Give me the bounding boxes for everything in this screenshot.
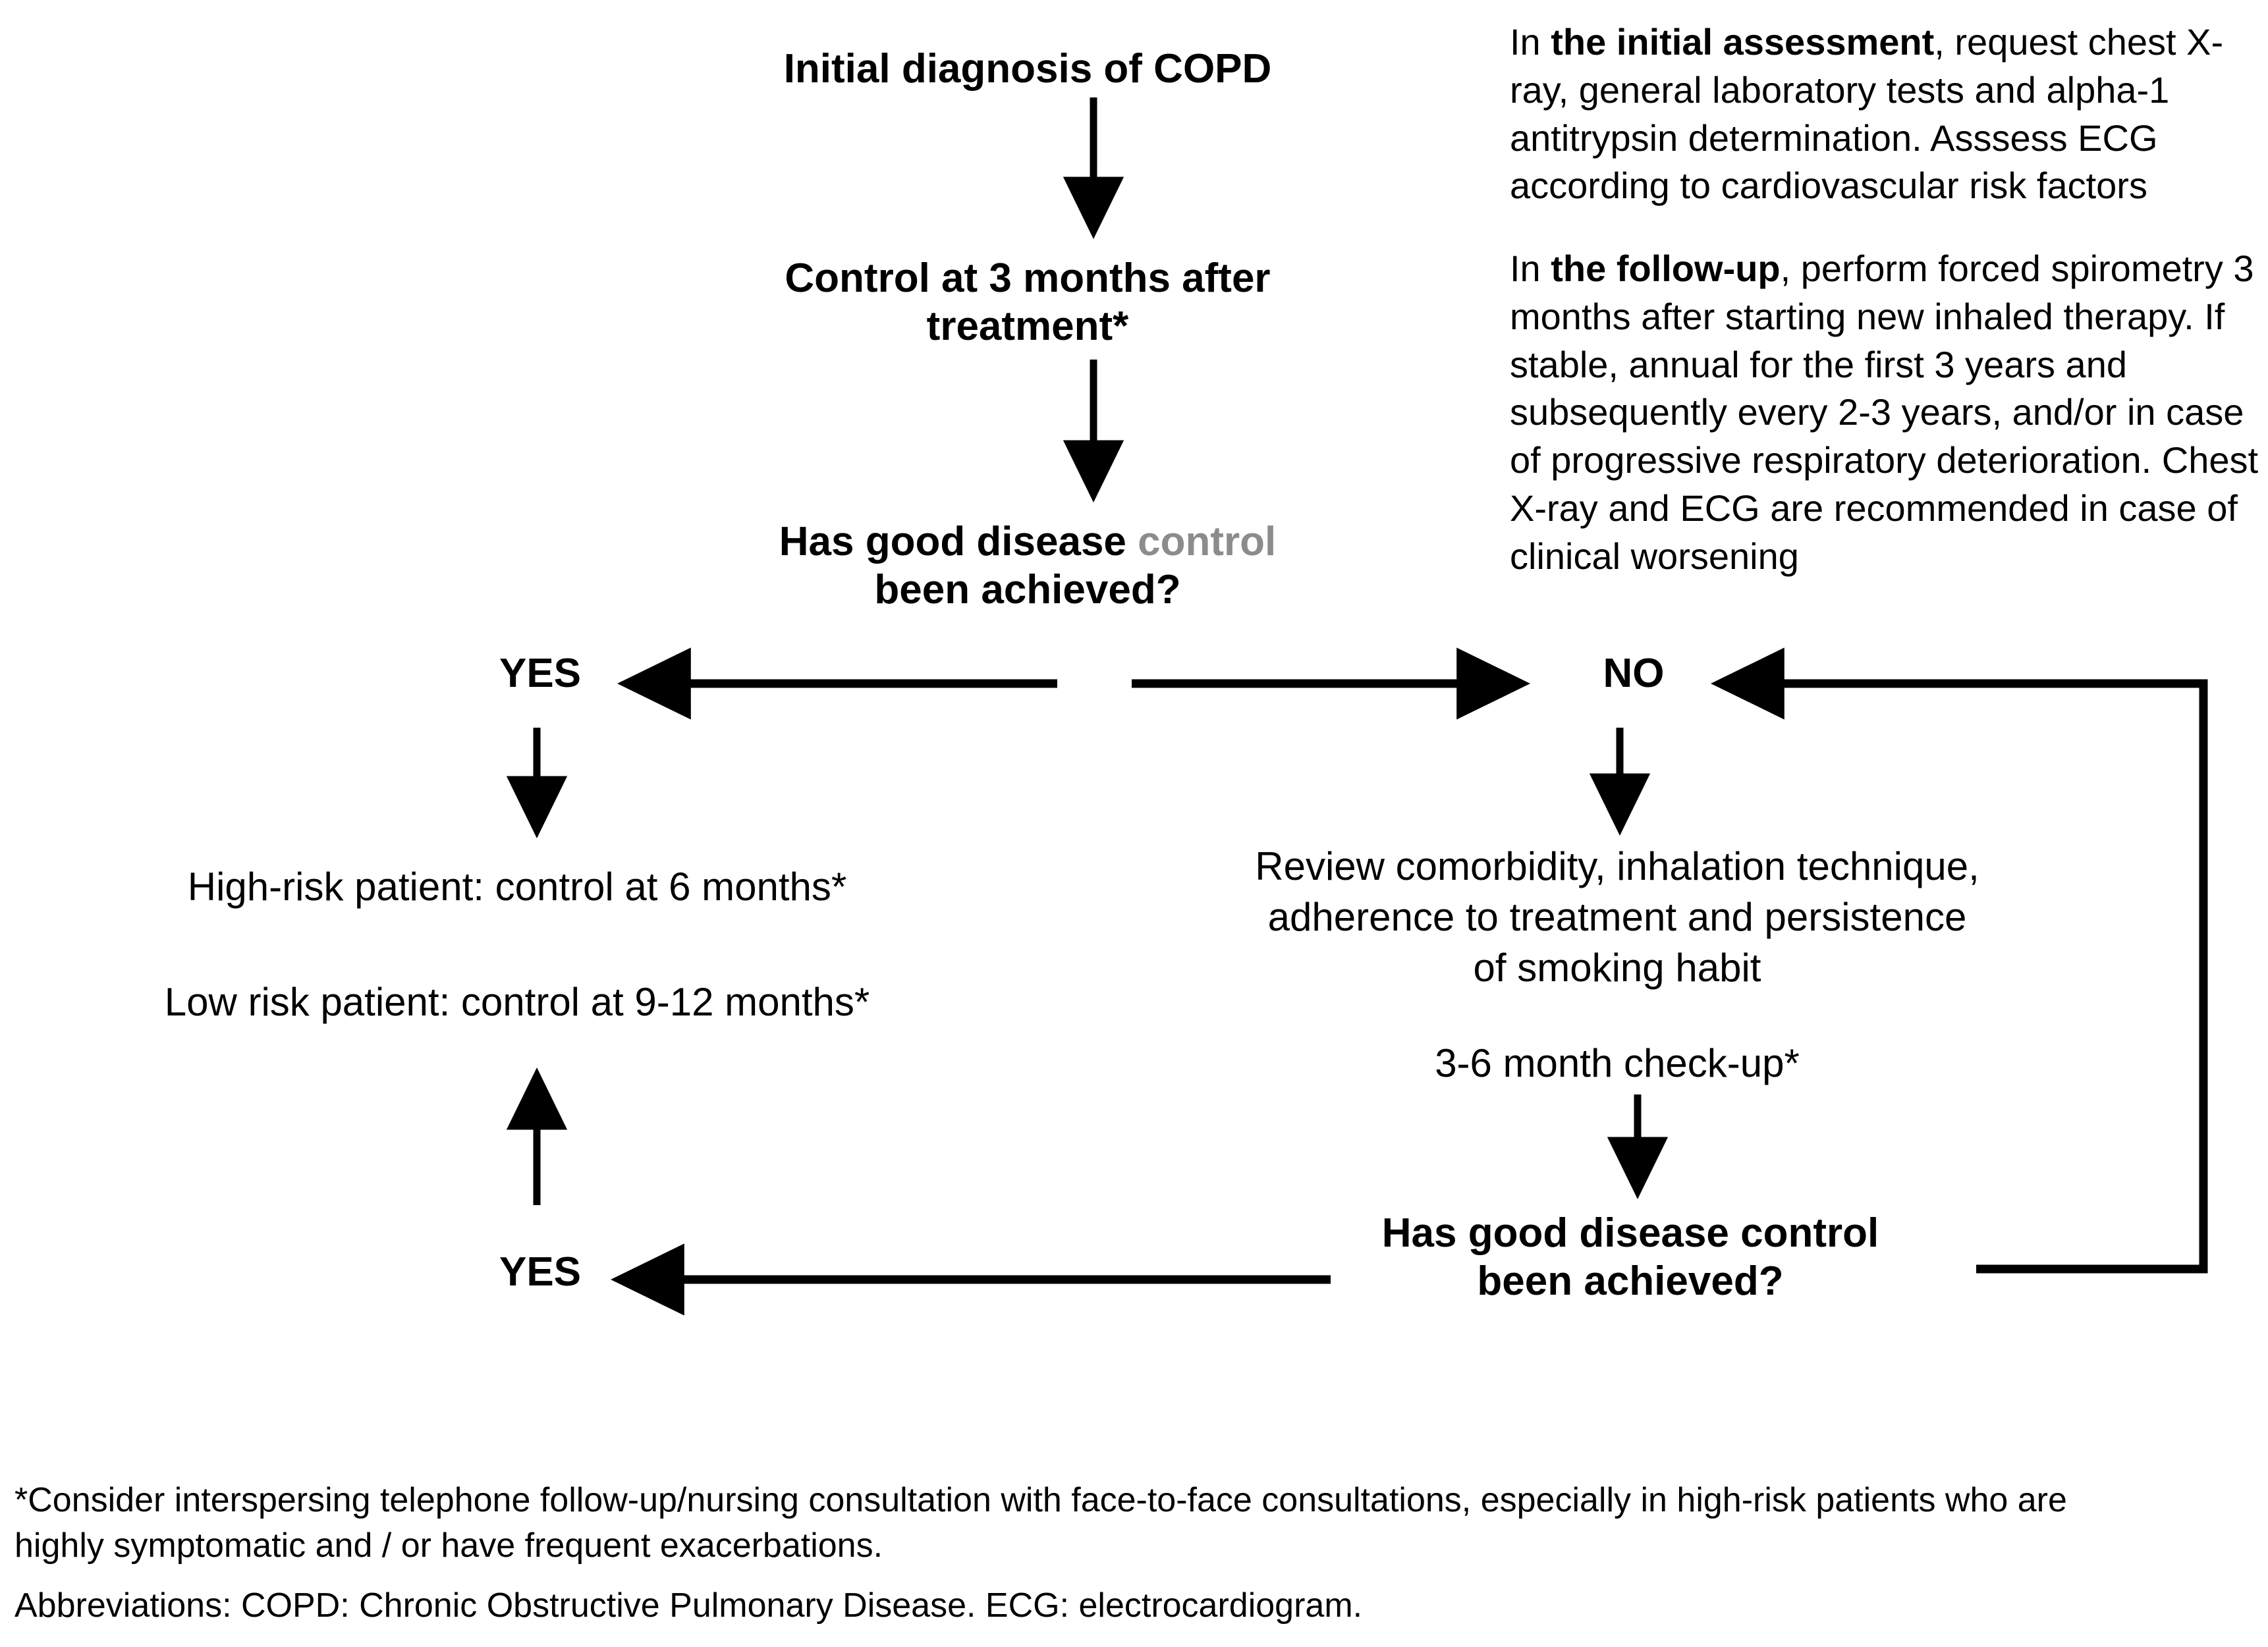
note-initial-lead: In [1510, 21, 1551, 63]
node-low-risk-patient: Low risk patient: control at 9-12 months… [164, 980, 870, 1024]
note-followup-bold-phrase: the follow-up [1551, 248, 1781, 289]
decision1-text-part-c: been achieved? [874, 567, 1181, 613]
note-initial-assessment: In the initial assessment, request chest… [1510, 18, 2257, 210]
note-followup-rest: , perform forced spirometry 3 months aft… [1510, 248, 2259, 577]
note-initial-bold-phrase: the initial assessment [1551, 21, 1935, 63]
branch-label-no-top: NO [1603, 651, 1665, 696]
note-follow-up: In the follow-up, perform forced spirome… [1510, 245, 2267, 581]
node-decision-control-achieved-2: Has good disease control been achieved? [1381, 1210, 1879, 1305]
branch-label-yes-top: YES [499, 651, 582, 696]
node-high-risk-patient: High-risk patient: control at 6 months* [187, 865, 847, 909]
footnote-asterisk: *Consider interspersing telephone follow… [14, 1481, 2067, 1565]
decision1-text-control-highlight: control [1138, 519, 1277, 564]
node-initial-diagnosis: Initial diagnosis of COPD [783, 46, 1272, 92]
note-initial-rest: , request chest X-ray, general laborator… [1510, 21, 2224, 207]
decision1-text-part-a: Has good disease [779, 519, 1138, 564]
footnote-abbreviations: Abbreviations: COPD: Chronic Obstructive… [14, 1586, 1363, 1625]
node-3-6-month-checkup: 3-6 month check-up* [1435, 1041, 1800, 1085]
node-decision-control-achieved-1: Has good disease control been achieved? [665, 518, 1390, 614]
branch-label-yes-bottom: YES [499, 1249, 582, 1295]
note-followup-lead: In [1510, 248, 1551, 289]
node-review-comorbidity: Review comorbidity, inhalation technique… [1255, 844, 1979, 990]
node-control-at-3-months: Control at 3 months after treatment* [785, 256, 1271, 350]
